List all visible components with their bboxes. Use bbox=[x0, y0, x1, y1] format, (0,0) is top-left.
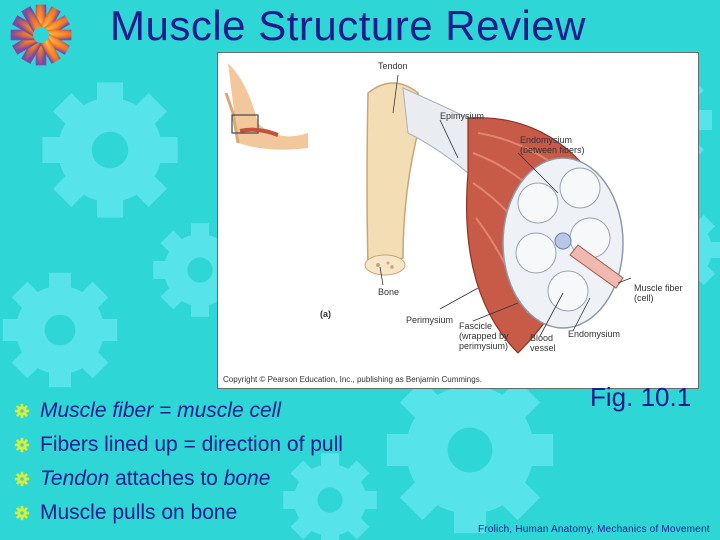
label-epimysium: Epimysium bbox=[440, 111, 485, 121]
label-vessel: vessel bbox=[530, 343, 556, 353]
label-muscle-fiber: Muscle fiber bbox=[634, 283, 683, 293]
label-wrapped-by: (wrapped by bbox=[459, 331, 509, 341]
bullet-item: Fibers lined up = direction of pull bbox=[14, 428, 343, 462]
arm-inset-illustration bbox=[224, 63, 308, 150]
bg-gear-5 bbox=[386, 366, 554, 534]
label-perimysium-wrap: perimysium) bbox=[459, 341, 509, 351]
label-cell: (cell) bbox=[634, 293, 654, 303]
bullet-list: Muscle fiber = muscle cell Fibers lined … bbox=[14, 394, 343, 530]
muscle-fiber-illustration bbox=[569, 244, 624, 289]
muscle-structure-figure: Tendon Epimysium Endomysium (between fib… bbox=[217, 52, 699, 389]
label-between-fibers: (between fibers) bbox=[520, 145, 585, 155]
bullet-item: Muscle pulls on bone bbox=[14, 496, 343, 530]
gear-bullet-icon bbox=[14, 471, 30, 487]
figure-reference: Fig. 10.1 bbox=[590, 382, 692, 412]
source-credit: Frolich, Human Anatomy, Mechanics of Mov… bbox=[478, 524, 710, 535]
bg-gear-2 bbox=[2, 272, 118, 388]
label-panel-a: (a) bbox=[320, 309, 331, 319]
bullet-text: Muscle fiber = muscle cell bbox=[40, 399, 281, 423]
label-endomysium: Endomysium bbox=[568, 329, 621, 339]
label-fascicle: Fascicle bbox=[459, 321, 493, 331]
slide-title: Muscle Structure Review bbox=[110, 2, 586, 49]
tendon-illustration bbox=[402, 87, 479, 174]
label-leader-lines bbox=[379, 74, 632, 337]
gear-bullet-icon bbox=[14, 505, 30, 521]
gear-icon bbox=[10, 4, 72, 66]
muscle-diagram bbox=[224, 63, 632, 354]
fascicle-cross-section bbox=[502, 157, 624, 329]
bullet-text: Tendon attaches to bone bbox=[40, 467, 270, 491]
figure-copyright: Copyright © Pearson Education, Inc., pub… bbox=[223, 375, 482, 384]
bullet-text-italic: bone bbox=[223, 467, 271, 490]
label-blood: Blood bbox=[530, 333, 554, 343]
label-perimysium: Perimysium bbox=[406, 315, 454, 325]
gear-bullet-icon bbox=[14, 403, 30, 419]
bullet-text-plain: attaches to bbox=[109, 467, 224, 490]
bullet-text: Muscle pulls on bone bbox=[40, 501, 238, 524]
gear-bullet-icon bbox=[14, 437, 30, 453]
bg-gear-1 bbox=[42, 82, 178, 218]
label-bone: Bone bbox=[378, 287, 400, 297]
label-endomysium-between: Endomysium bbox=[520, 135, 573, 145]
bullet-text-italic: Muscle fiber = muscle cell bbox=[40, 399, 281, 422]
bullet-item: Muscle fiber = muscle cell bbox=[14, 394, 343, 428]
bullet-text-italic: Tendon bbox=[40, 467, 110, 490]
bullet-text: Fibers lined up = direction of pull bbox=[40, 433, 343, 456]
bullet-item: Tendon attaches to bone bbox=[14, 462, 343, 496]
label-tendon: Tendon bbox=[378, 61, 408, 71]
